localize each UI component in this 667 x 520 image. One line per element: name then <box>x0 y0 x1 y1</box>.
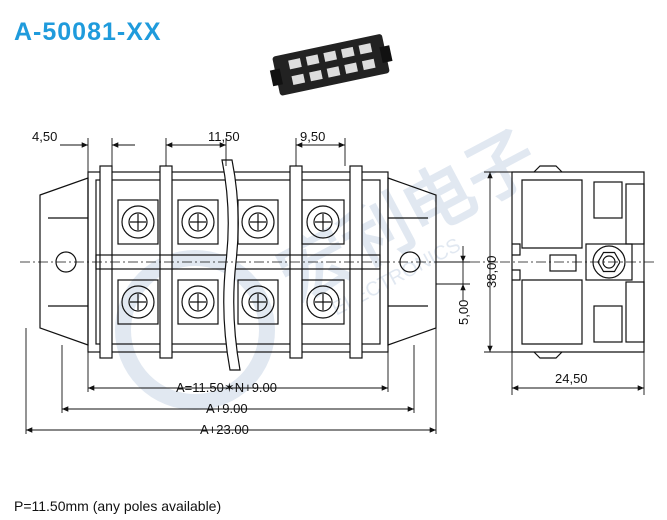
side-dimensions <box>484 171 645 395</box>
terminal-screws <box>117 199 345 325</box>
pitch-footnote: P=11.50mm (any poles available) <box>14 498 222 514</box>
screw-1-bottom <box>117 279 159 325</box>
dim-total-c: A+23.00 <box>200 422 249 437</box>
screw-2-bottom <box>177 279 219 325</box>
screw-4-bottom <box>301 279 345 325</box>
screw-1-top <box>117 199 159 245</box>
bottom-dimensions <box>25 328 437 434</box>
screw-2-top <box>177 199 219 245</box>
screw-4-top <box>301 199 345 245</box>
dim-total-a: A=11.50✶N+9.00 <box>176 380 277 395</box>
part-number-title: A-50081-XX <box>14 18 162 46</box>
watermark-logo-ring <box>115 250 275 410</box>
dim-height: 38,00 <box>484 255 499 288</box>
dim-left-margin: 4,50 <box>32 129 57 144</box>
offset-dimension <box>436 246 470 300</box>
screw-3-bottom <box>237 279 279 325</box>
screw-3-top <box>237 199 279 245</box>
product-photo <box>269 34 393 96</box>
dim-depth: 24,50 <box>555 371 588 386</box>
dim-offset: 5,00 <box>456 300 471 325</box>
dim-total-b: A+9.00 <box>206 401 248 416</box>
dim-pitch: 11,50 <box>208 129 240 144</box>
top-dimensions <box>60 138 346 172</box>
dim-right-gap: 9,50 <box>300 129 325 144</box>
